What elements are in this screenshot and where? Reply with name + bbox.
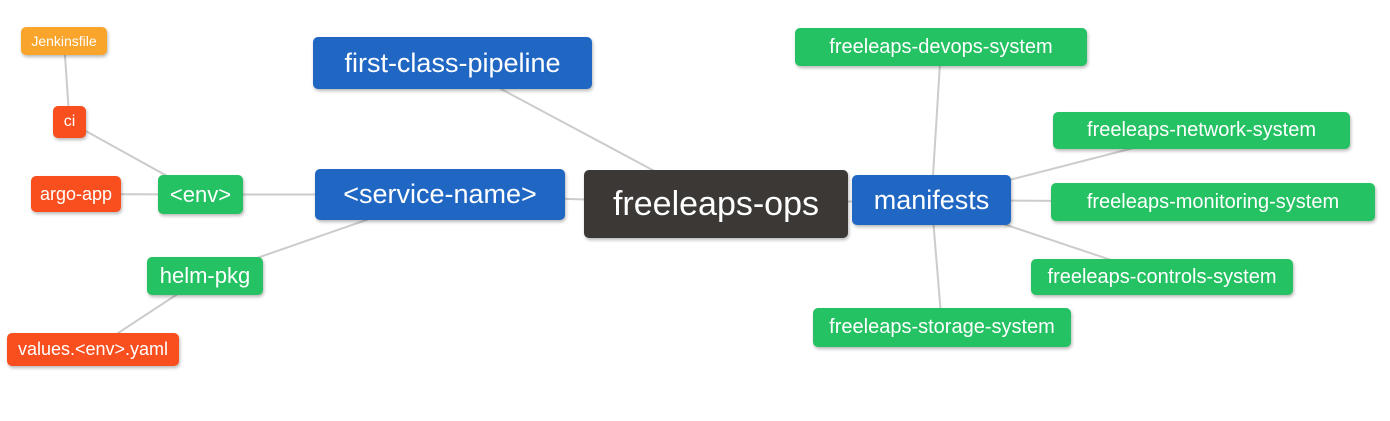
node-helm-pkg[interactable]: helm-pkg (147, 257, 263, 295)
node-freeleaps-storage-system[interactable]: freeleaps-storage-system (813, 308, 1071, 347)
node-env[interactable]: <env> (158, 175, 243, 214)
node-freeleaps-controls-system[interactable]: freeleaps-controls-system (1031, 259, 1293, 295)
node-service-name[interactable]: <service-name> (315, 169, 565, 220)
node-freeleaps-monitoring-system[interactable]: freeleaps-monitoring-system (1051, 183, 1375, 221)
node-ci[interactable]: ci (53, 106, 86, 138)
node-manifests[interactable]: manifests (852, 175, 1011, 225)
node-freeleaps-network-system[interactable]: freeleaps-network-system (1053, 112, 1350, 149)
node-argo-app[interactable]: argo-app (31, 176, 121, 212)
node-first-class-pipeline[interactable]: first-class-pipeline (313, 37, 592, 89)
node-freeleaps-ops[interactable]: freeleaps-ops (584, 170, 848, 238)
node-values-env-yaml[interactable]: values.<env>.yaml (7, 333, 179, 366)
node-freeleaps-devops-system[interactable]: freeleaps-devops-system (795, 28, 1087, 66)
node-jenkinsfile[interactable]: Jenkinsfile (21, 27, 107, 55)
